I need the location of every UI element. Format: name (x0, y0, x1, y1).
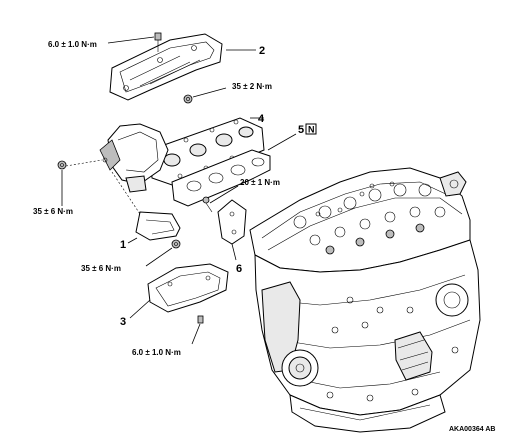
callout-2: 2 (259, 45, 265, 57)
new-part-badge (305, 123, 317, 135)
torque-manifold-stud: 20 ± 1 N·m (240, 178, 280, 187)
lower-cover-bolt (197, 315, 204, 324)
exhaust-gasket (171, 149, 271, 207)
callout-3: 3 (120, 316, 126, 328)
exhaust-manifold (99, 117, 265, 193)
torque-manifold-bolt-left: 35 ± 6 N·m (33, 207, 73, 216)
callout-labels: 1 2 3 4 5 N 6 (120, 45, 317, 328)
callout-6: 6 (236, 263, 242, 275)
manifold-stay (217, 199, 247, 245)
manifold-bolt-left (57, 159, 103, 170)
torque-bracket-bolt: 35 ± 6 N·m (81, 264, 121, 273)
callout-5: 5 (298, 124, 304, 136)
heat-protector (109, 33, 223, 101)
callout-1: 1 (120, 239, 126, 251)
torque-lower-cover-bolt: 6.0 ± 1.0 N·m (132, 348, 181, 357)
torque-heat-protector-bolt: 6.0 ± 1.0 N·m (48, 40, 97, 49)
manifold-bracket (111, 171, 181, 241)
leader-lines (61, 36, 297, 345)
torque-heat-protector-nut: 35 ± 2 N·m (232, 82, 272, 91)
bracket-bolt (171, 239, 181, 249)
torque-labels: 6.0 ± 1.0 N·m 35 ± 2 N·m 20 ± 1 N·m 35 ±… (33, 40, 280, 357)
new-part-badge-text: N (308, 125, 315, 135)
heat-protector-bolt (154, 32, 162, 52)
heat-protector-nut (183, 94, 193, 104)
figure-id: AKA00364 AB (449, 426, 495, 433)
callout-4: 4 (258, 113, 265, 125)
lower-heat-protector (147, 263, 229, 313)
engine-assembly (249, 167, 481, 433)
manifold-stud (202, 196, 213, 213)
